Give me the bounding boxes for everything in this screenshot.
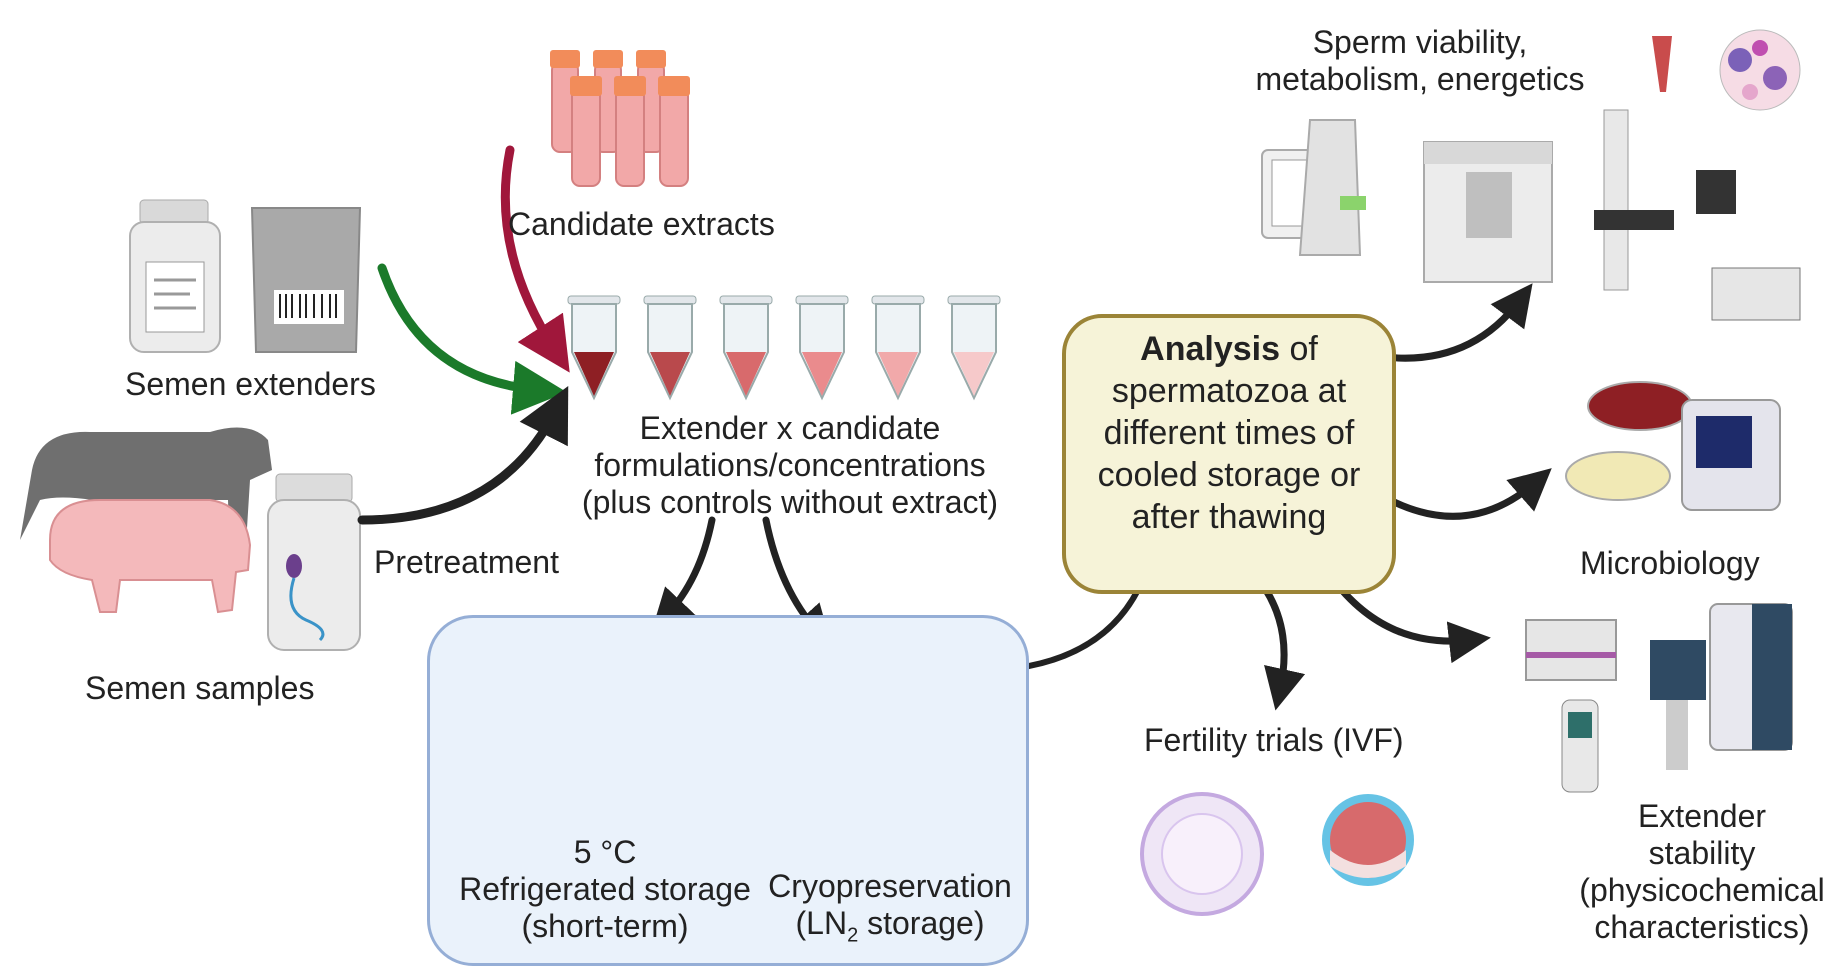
formulations-label: Extender x candidate formulations/concen… <box>570 410 1010 521</box>
viability-label: Sperm viability, metabolism, energetics <box>1220 24 1620 98</box>
formulation-tube <box>795 295 849 401</box>
viability-line: Sperm viability, <box>1312 24 1528 60</box>
cryo-subscript: 2 <box>847 924 859 947</box>
formulation-tube <box>643 295 697 401</box>
viability-instruments-illustration <box>1261 29 1801 321</box>
arrow-extracts-to-tubes <box>500 145 570 373</box>
formulation-tube <box>567 295 621 401</box>
stability-instruments-illustration <box>1525 603 1793 793</box>
cryo-ln: (LN <box>795 905 848 941</box>
analysis-of: of <box>1280 330 1318 368</box>
semen-extenders-label: Semen extenders <box>125 366 376 402</box>
arrow-samples-to-tubes <box>357 385 569 525</box>
analysis-line: spermatozoa at <box>1111 372 1347 410</box>
arrow-to-refrigerated <box>651 516 716 632</box>
refrigerated-line: (short-term) <box>521 908 689 944</box>
arrow-extenders-to-tubes <box>377 263 567 415</box>
candidate-extracts-label: Candidate extracts <box>508 206 775 242</box>
formulation-tubes <box>567 295 1001 401</box>
bull-and-pig-illustration <box>20 427 272 614</box>
refrigerated-line: Refrigerated storage <box>459 871 751 907</box>
semen-sample-bottle-illustration <box>267 473 361 651</box>
formulations-line: Extender x candidate <box>639 410 941 446</box>
stability-line: stability <box>1648 835 1756 871</box>
formulation-tube <box>871 295 925 401</box>
cryo-storage: storage) <box>858 905 985 941</box>
fertility-label: Fertility trials (IVF) <box>1144 722 1404 758</box>
cryo-line: Cryopreservation <box>768 868 1012 904</box>
pretreatment-label: Pretreatment <box>374 544 559 580</box>
refrigerated-storage-label: 5 °C Refrigerated storage (short-term) <box>450 834 760 945</box>
microbiology-illustration <box>1565 381 1781 511</box>
formulation-tube <box>719 295 773 401</box>
microbiology-label: Microbiology <box>1580 545 1760 581</box>
stability-line: Extender <box>1637 798 1767 834</box>
candidate-extracts-illustration <box>550 50 690 187</box>
semen-extender-illustration <box>129 199 362 353</box>
analysis-line: different times of <box>1103 414 1355 452</box>
analysis-line: cooled storage or <box>1097 456 1361 494</box>
stability-label: Extender stability (physicochemical char… <box>1566 798 1838 946</box>
viability-line: metabolism, energetics <box>1255 61 1585 97</box>
cryopreservation-label: Cryopreservation (LN2 storage) <box>760 868 1020 954</box>
analysis-line: after thawing <box>1131 498 1327 536</box>
refrigerated-line: 5 °C <box>573 834 637 870</box>
storage-box <box>427 615 1029 966</box>
semen-samples-label: Semen samples <box>85 670 315 706</box>
stability-line: characteristics) <box>1594 909 1810 945</box>
formulation-tube <box>947 295 1001 401</box>
arrow-to-microbiology <box>1386 468 1552 520</box>
formulations-line: (plus controls without extract) <box>581 484 999 520</box>
ivf-illustration <box>1140 792 1414 916</box>
formulations-line: formulations/concentrations <box>594 447 986 483</box>
stability-line: (physicochemical <box>1579 872 1825 908</box>
analysis-heading: Analysis <box>1140 330 1281 368</box>
analysis-box: Analysis of spermatozoa at different tim… <box>1062 314 1396 594</box>
